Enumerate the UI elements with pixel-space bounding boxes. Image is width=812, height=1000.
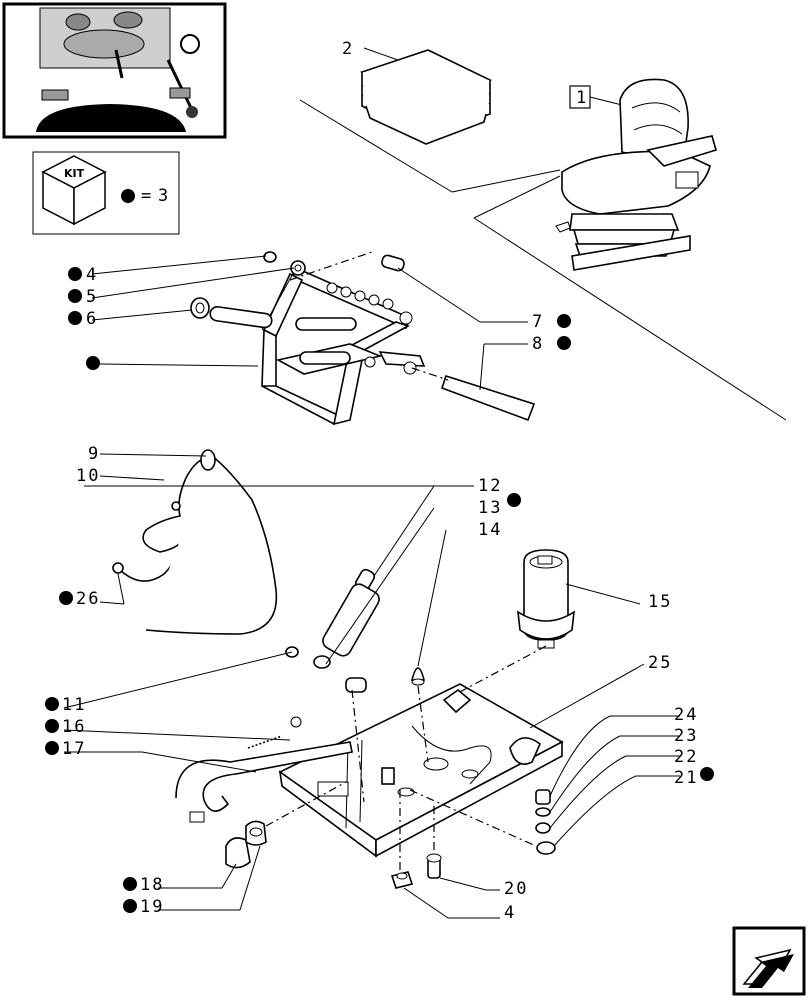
callout-17: 17 [62,739,86,759]
kit-label: KIT [64,167,85,180]
kit-quantity: 3 [158,186,170,206]
callout-21: 21 [674,768,698,788]
callout-labels: 2 4 5 6 7 8 9 10 26 12 13 14 15 25 11 16… [45,39,714,923]
air-spring-part [517,549,575,649]
callout-2: 2 [342,39,354,59]
callout-20: 20 [504,879,528,899]
callout-19: 19 [140,897,164,917]
base-plate-part [278,683,564,858]
seat-cushion-part [359,49,493,145]
kit-dot-icon [507,493,521,507]
fastener-parts [390,853,442,889]
callout-4: 4 [86,265,98,285]
cable-part [112,449,278,635]
kit-dot-icon [123,877,137,891]
kit-dot-icon [68,289,82,303]
kit-equals: = [141,186,153,206]
callout-11: 11 [62,695,86,715]
callout-10: 10 [76,466,100,486]
kit-dot-icon [123,899,137,913]
callout-8: 8 [532,334,544,354]
kit-dot-icon [557,336,571,350]
kit-dot-icon [45,697,59,711]
seat-frame-part [190,251,536,426]
kit-legend: KIT = 3 [32,151,180,235]
next-page-arrow-icon[interactable] [732,926,806,996]
callout-25: 25 [648,653,672,673]
callout-15: 15 [648,592,672,612]
kit-dot-icon [45,741,59,755]
callout-22: 22 [674,747,698,767]
callout-16: 16 [62,717,86,737]
callout-13: 13 [478,498,502,518]
kit-dot-icon [45,719,59,733]
kit-dot-icon [557,314,571,328]
tractor-cab-thumbnail [2,2,227,139]
callout-18: 18 [140,875,164,895]
kit-dot-icon [121,189,135,203]
callout-12: 12 [478,476,502,496]
spring-clip-part [175,716,353,869]
kit-dot-icon [59,591,73,605]
callout-9: 9 [88,444,100,464]
seat-ref-label: 1 [576,88,588,108]
callout-26: 26 [76,589,100,609]
bushing-parts [535,789,556,855]
callout-6: 6 [86,309,98,329]
callout-4-bottom: 4 [504,903,516,923]
gas-spring-part [285,568,426,693]
callout-14: 14 [478,520,502,540]
kit-dot-icon [68,267,82,281]
callout-7: 7 [532,312,544,332]
callout-24: 24 [674,705,698,725]
kit-dot-icon [700,767,714,781]
callout-5: 5 [86,287,98,307]
kit-dot-icon [86,356,100,370]
driver-seat-part [555,78,717,271]
callout-23: 23 [674,726,698,746]
kit-dot-icon [68,311,82,325]
